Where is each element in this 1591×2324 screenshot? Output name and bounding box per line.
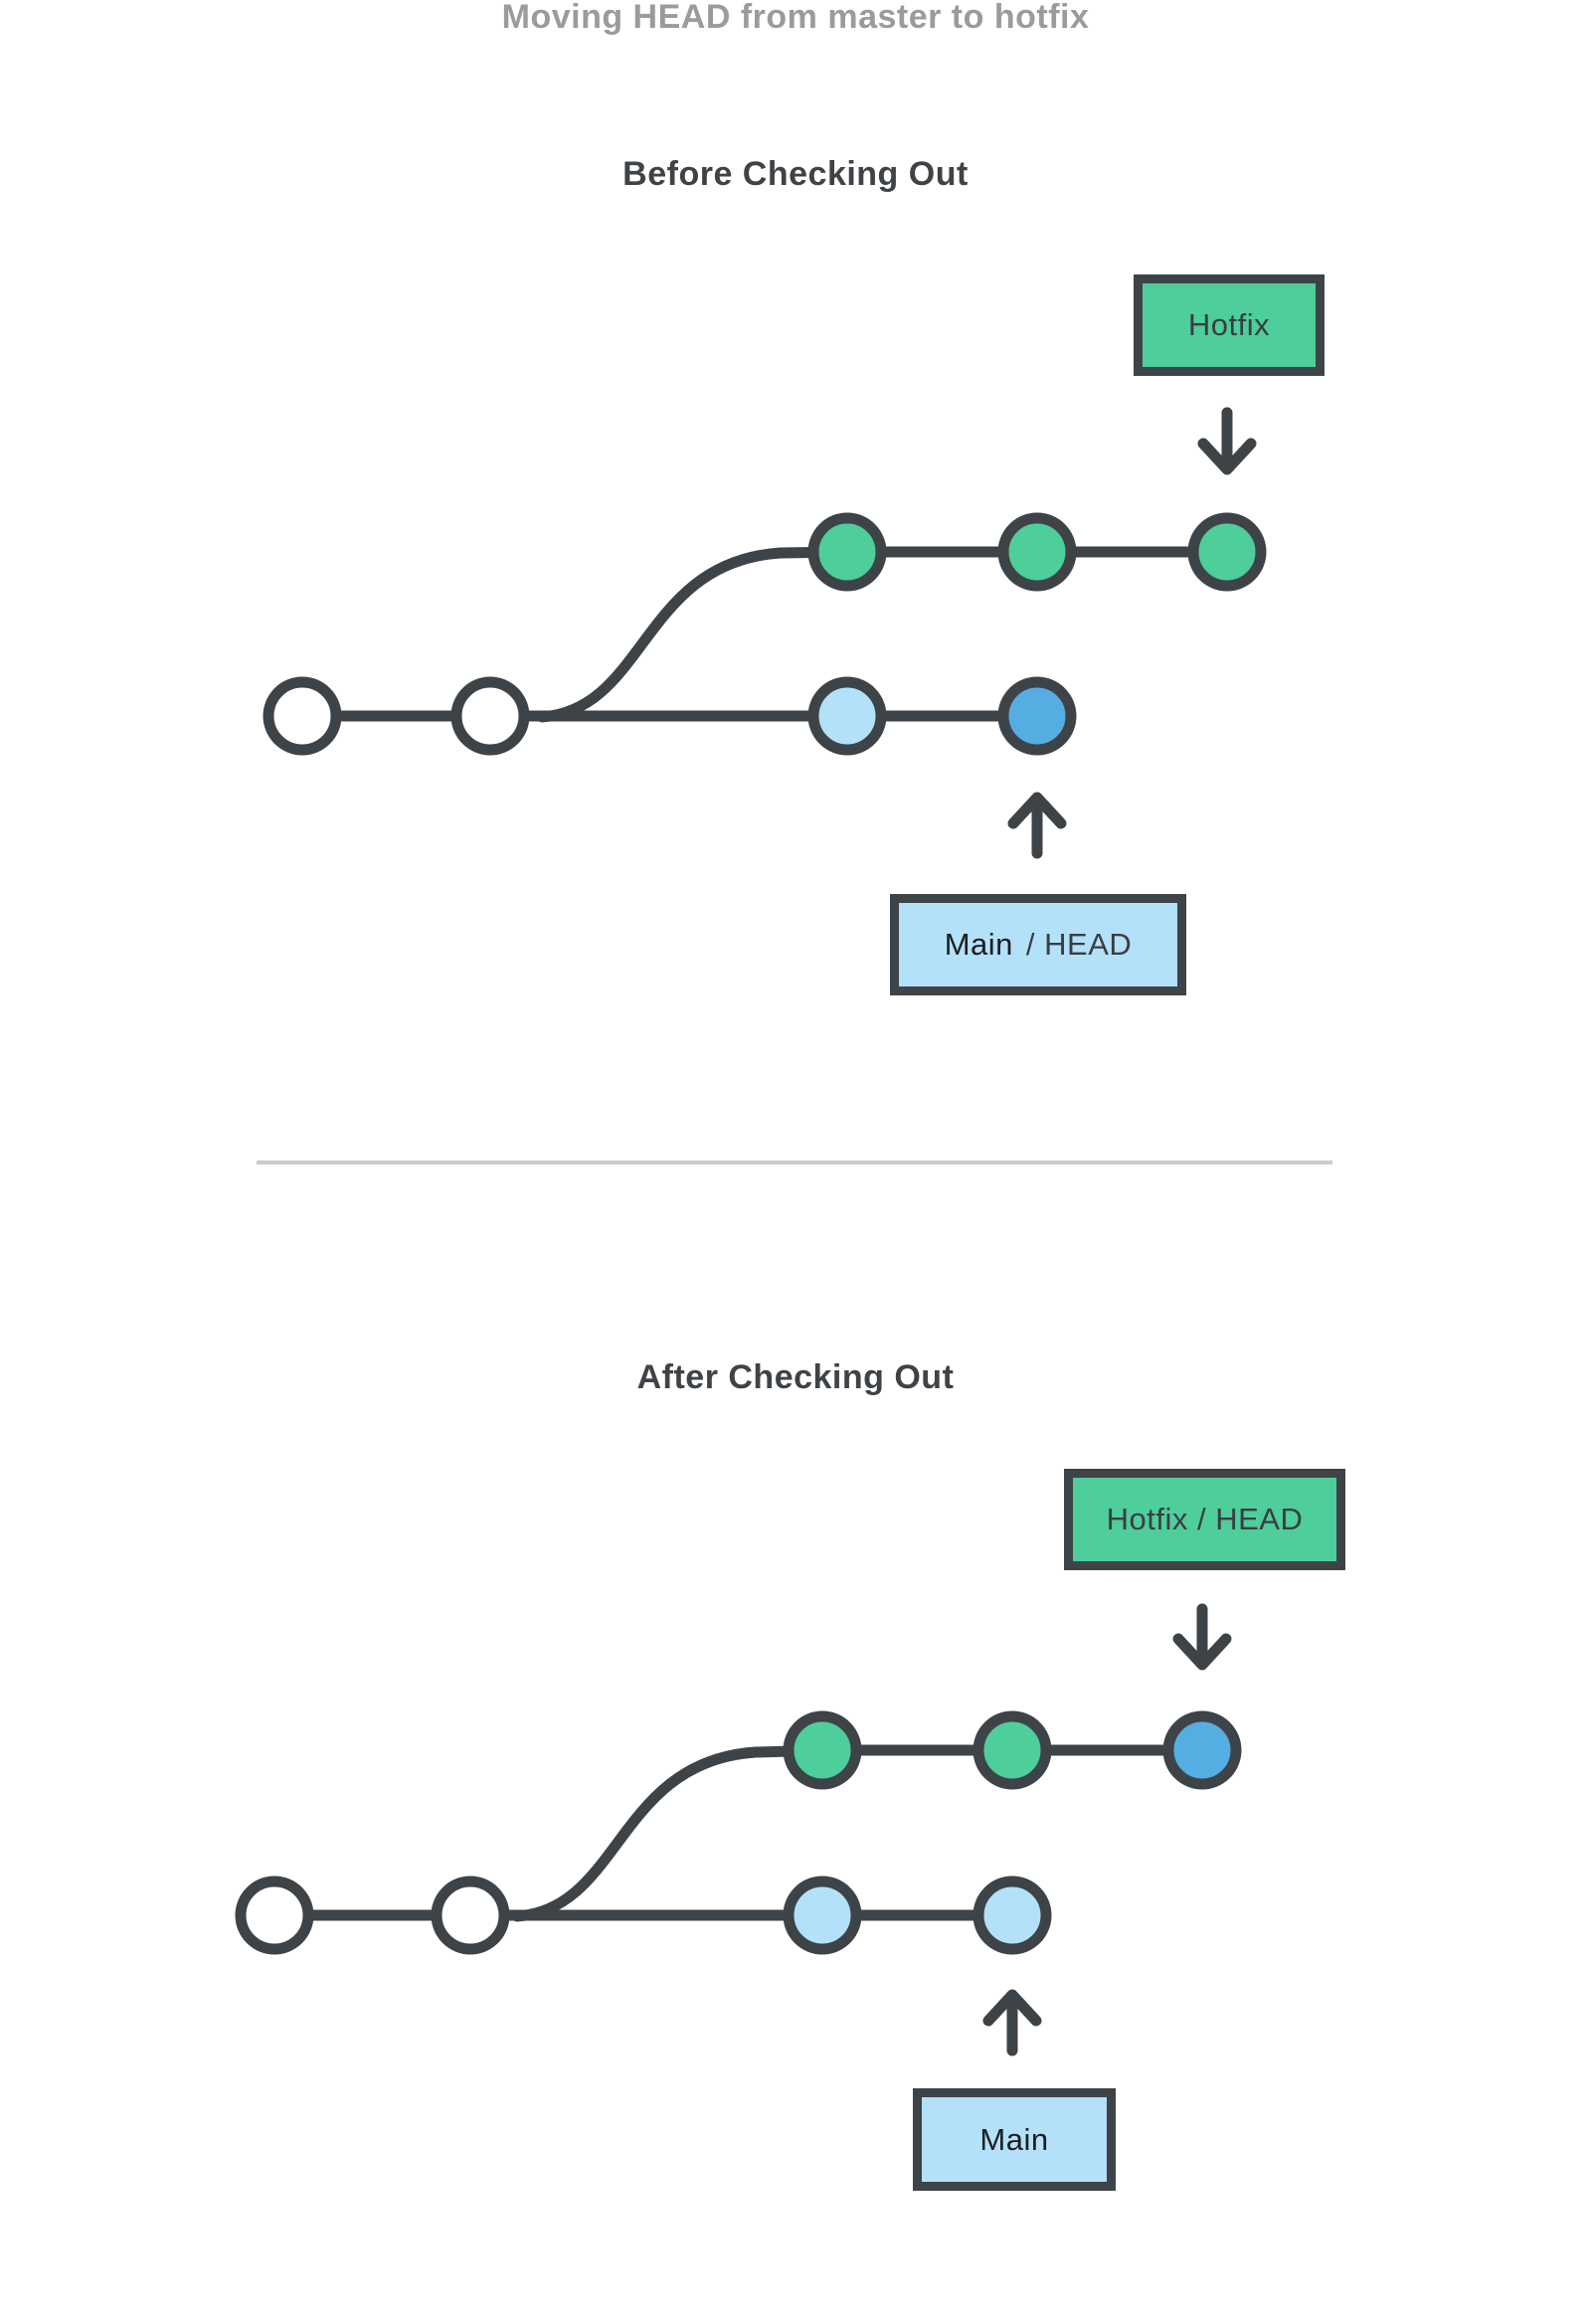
before-main-branch-commit-node-3 [807,676,887,756]
before-down-arrow-icon [1197,407,1257,475]
before-hotfix-label: Hotfix [1187,307,1271,342]
after-main-branch-commit-node-1 [235,1876,314,1955]
before-hotfix-branch-commit-node-2 [997,512,1077,592]
after-main-branch-commit-node-3 [783,1876,862,1955]
after-branch-curve [511,1744,831,1922]
before-main-branch-commit-node-4 [997,676,1077,756]
after-main-branch-commit-node-4 [972,1876,1052,1955]
before-head-label: / HEAD [1025,927,1133,962]
before-section-heading: Before Checking Out [622,155,969,193]
after-hotfix-head-label-box: Hotfix / HEAD [1064,1469,1345,1570]
after-down-arrow-icon [1172,1603,1232,1671]
after-main-label: Main [979,2121,1049,2157]
before-up-arrow-icon [1007,792,1067,859]
before-branch-curve [536,546,856,723]
section-divider [257,1161,1332,1164]
before-hotfix-branch-commit-node-1 [807,512,887,592]
after-hotfix-branch-commit-node-2 [972,1710,1052,1790]
after-hotfix-head-label: Hotfix / HEAD [1106,1502,1304,1536]
page-title: Moving HEAD from master to hotfix [501,0,1090,36]
before-main-branch-commit-node-2 [450,676,530,756]
before-hotfix-branch-commit-node-3 [1187,512,1267,592]
after-hotfix-branch-commit-node-1 [783,1710,862,1790]
after-hotfix-branch-commit-node-3 [1162,1710,1242,1790]
before-main-branch-commit-node-1 [263,676,342,756]
after-up-arrow-icon [982,1989,1042,2056]
before-hotfix-label-box: Hotfix [1134,274,1325,376]
after-main-label-box: Main [913,2088,1116,2191]
before-main-label: Main [944,927,1013,962]
after-section-heading: After Checking Out [636,1358,955,1396]
before-main-head-label-box: Main / HEAD [890,894,1186,995]
after-main-branch-commit-node-2 [431,1876,510,1955]
